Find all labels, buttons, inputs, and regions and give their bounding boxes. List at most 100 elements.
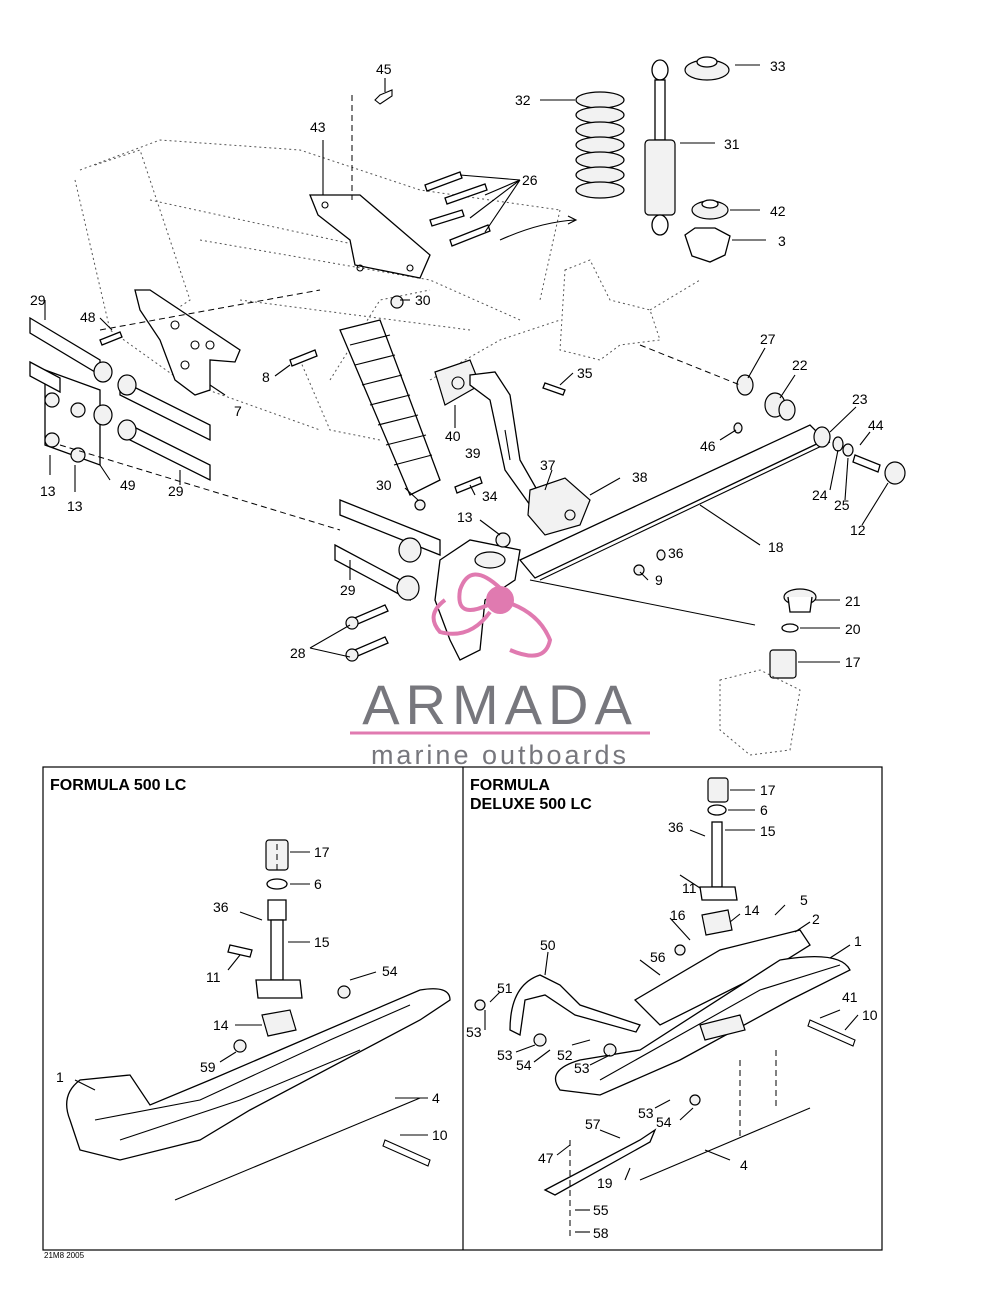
- callout-label: 53: [638, 1105, 654, 1121]
- callout-label: 31: [724, 136, 740, 152]
- left-panel-title: FORMULA 500 LC: [50, 777, 187, 794]
- callout-label: 55: [593, 1202, 609, 1218]
- callout-label: 30: [376, 477, 392, 493]
- callout-label: 6: [760, 802, 768, 818]
- callout-label: 49: [120, 477, 136, 493]
- callout-label: 17: [845, 654, 861, 670]
- callout-label: 12: [850, 522, 866, 538]
- callout-label: 36: [668, 819, 684, 835]
- callout-numbers-left-panel: 17 6 36 15 11 54 14 59 1 4 10: [56, 844, 448, 1143]
- callout-label: 42: [770, 203, 786, 219]
- callout-label: 32: [515, 92, 531, 108]
- brand-logo: [431, 572, 553, 658]
- right-hardware: [736, 374, 906, 485]
- callout-label: 29: [30, 292, 46, 308]
- callout-label: 14: [213, 1017, 229, 1033]
- callout-label: 6: [314, 876, 322, 892]
- callout-label: 57: [585, 1116, 601, 1132]
- bushings: [93, 361, 422, 601]
- callout-label: 9: [655, 572, 663, 588]
- brand-name: ARMADA: [362, 673, 638, 736]
- callout-label: 34: [482, 488, 498, 504]
- callout-label: 17: [314, 844, 330, 860]
- callout-label: 40: [445, 428, 461, 444]
- outer-plate-49: [44, 369, 101, 466]
- callout-label: 54: [382, 963, 398, 979]
- callout-label: 41: [842, 989, 858, 1005]
- callout-label: 7: [234, 403, 242, 419]
- callout-label: 10: [862, 1007, 878, 1023]
- callout-label: 52: [557, 1047, 573, 1063]
- callout-label: 13: [457, 509, 473, 525]
- callout-label: 1: [854, 933, 862, 949]
- bolts-28: [345, 604, 389, 662]
- callout-label: 39: [465, 445, 481, 461]
- callout-label: 54: [516, 1057, 532, 1073]
- coil-spring-32: [575, 91, 625, 199]
- support-plate-43: [309, 194, 431, 279]
- callout-label: 22: [792, 357, 808, 373]
- callout-label: 27: [760, 331, 776, 347]
- block-37: [527, 477, 591, 536]
- callout-label: 30: [415, 292, 431, 308]
- tubes-29: [29, 316, 441, 602]
- callout-label: 15: [314, 934, 330, 950]
- callout-label: 50: [540, 937, 556, 953]
- callout-label: 11: [682, 880, 697, 896]
- callout-leaders: [44, 64, 889, 1233]
- callout-label: 19: [597, 1175, 613, 1191]
- spindle-upright: [434, 539, 521, 661]
- callout-label: 17: [760, 782, 776, 798]
- callout-label: 28: [290, 645, 306, 661]
- small-hardware: [99, 295, 743, 576]
- callout-label: 59: [200, 1059, 216, 1075]
- ski-leg-hardware: [719, 588, 817, 756]
- chassis-frame-outline: [74, 139, 561, 441]
- left-ski-assembly: [66, 839, 451, 1201]
- callout-label: 3: [778, 233, 786, 249]
- callout-label: 54: [656, 1114, 672, 1130]
- callout-label: 13: [40, 483, 56, 499]
- callout-label: 53: [466, 1024, 482, 1040]
- callout-label: 18: [768, 539, 784, 555]
- callout-label: 48: [80, 309, 96, 325]
- upper-right-bracket: [559, 259, 701, 361]
- callout-label: 36: [668, 545, 684, 561]
- brand-tagline: marine outboards: [371, 740, 629, 770]
- callout-label: 53: [574, 1060, 590, 1076]
- top-assembly-view: [29, 56, 906, 756]
- callout-label: 21: [845, 593, 861, 609]
- callout-label: 58: [593, 1225, 609, 1241]
- shock-absorber-31: [644, 59, 676, 236]
- callout-label: 2: [812, 911, 820, 927]
- callout-label: 15: [760, 823, 776, 839]
- callout-label: 46: [700, 438, 716, 454]
- callout-label: 37: [540, 457, 556, 473]
- callout-label: 36: [213, 899, 229, 915]
- callout-label: 44: [868, 417, 884, 433]
- mounting-plate-7: [134, 289, 241, 396]
- callout-label: 56: [650, 949, 666, 965]
- callout-label: 51: [497, 980, 513, 996]
- right-panel-title-line1: FORMULA: [470, 777, 550, 794]
- callout-label: 20: [845, 621, 861, 637]
- callout-label: 5: [800, 892, 808, 908]
- callout-numbers-right-panel: 17 6 36 15 11 5 16 14 2 1 50 56 51 53 41…: [466, 782, 878, 1241]
- callout-label: 29: [168, 483, 184, 499]
- callout-label: 53: [497, 1047, 513, 1063]
- callout-label: 14: [744, 902, 760, 918]
- bolts-26: [424, 171, 491, 247]
- reference-code: 21M8 2005: [44, 1251, 85, 1260]
- callout-label: 1: [56, 1069, 64, 1085]
- spring-cups: [684, 56, 731, 263]
- callout-label: 43: [310, 119, 326, 135]
- callout-label: 29: [340, 582, 356, 598]
- callout-label: 13: [67, 498, 83, 514]
- callout-label: 11: [206, 969, 221, 985]
- steering-bellows: [339, 319, 441, 496]
- callout-label: 35: [577, 365, 593, 381]
- callout-label: 38: [632, 469, 648, 485]
- callout-label: 23: [852, 391, 868, 407]
- callout-numbers-top: 45 43 26 32 33 31 42 3 29 48 30 8 7 27 2…: [30, 58, 884, 670]
